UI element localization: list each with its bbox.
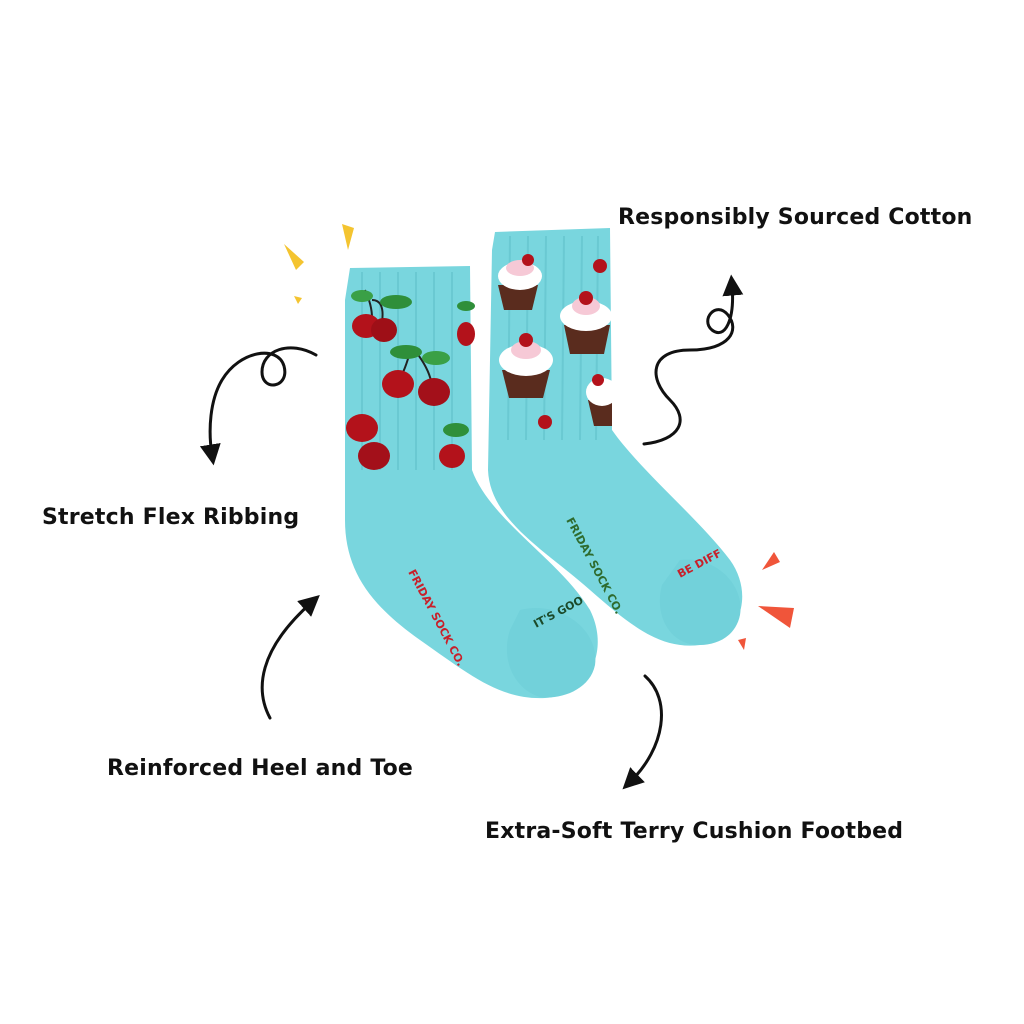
cupcake-pattern xyxy=(498,254,618,429)
feature-label-cotton: Responsibly Sourced Cotton xyxy=(618,205,973,230)
cherry-pattern xyxy=(346,289,475,470)
feature-label-heel-toe: Reinforced Heel and Toe xyxy=(107,756,414,781)
left-sock-toe xyxy=(506,608,596,698)
feature-label-footbed: Extra-Soft Terry Cushion Footbed xyxy=(485,819,904,844)
curly-arrow-icon-ribbing xyxy=(199,346,318,466)
spark-icon-yellow xyxy=(284,224,354,304)
feature-label-ribbing: Stretch Flex Ribbing xyxy=(42,505,300,530)
right-sock-body xyxy=(488,228,743,646)
spark-icon-red xyxy=(738,552,794,650)
curly-arrow-icon-footbed xyxy=(622,674,663,790)
curly-arrow-icon-heel xyxy=(260,595,320,720)
right-sock-toe xyxy=(659,559,741,645)
right-sock: FRIDAY SOCK CO. BE DIFF xyxy=(488,228,743,646)
left-sock: FRIDAY SOCK CO. IT'S GOO xyxy=(345,266,598,699)
curly-arrow-icon-cotton xyxy=(642,274,744,446)
